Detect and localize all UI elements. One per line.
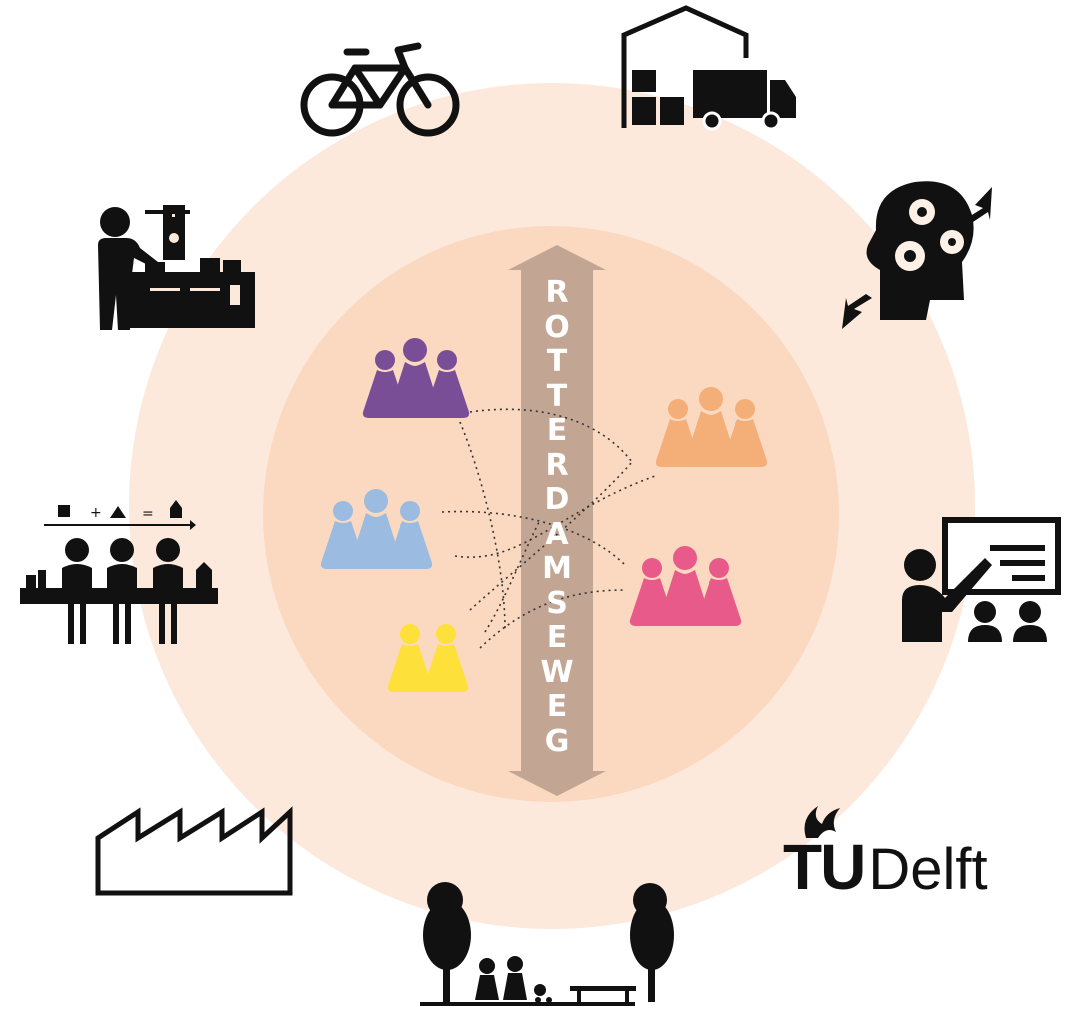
road-letter: O (544, 309, 570, 345)
logo-delft: Delft (868, 837, 988, 902)
svg-text:+: + (90, 505, 102, 521)
connection-lines (441, 408, 656, 649)
road-letter: R (545, 275, 569, 310)
road-letter: E (546, 689, 568, 724)
logo-tu: TU (783, 831, 866, 903)
workshop-team-icon: + = (20, 500, 218, 644)
road-letter: M (542, 551, 572, 586)
road-letter: A (545, 516, 569, 552)
road-letter: T (546, 344, 568, 379)
warehouse-truck-icon (621, 5, 796, 131)
road-letter: S (546, 585, 568, 621)
road-name: R O T T E R D A M S E W E G (537, 275, 577, 759)
road-letter: R (545, 447, 569, 483)
road-letter: E (546, 413, 568, 448)
road-letter: T (546, 378, 568, 414)
road-letter: D (544, 482, 570, 517)
road-letter: E (546, 620, 568, 655)
machine-operator-icon (98, 205, 255, 330)
presentation-icon (902, 517, 1061, 642)
head-gears-icon (842, 181, 992, 329)
tudelft-logo: TU Delft (783, 832, 988, 902)
factory-icon (95, 806, 293, 896)
tudelft-flame-icon (804, 806, 840, 838)
road-letter: W (540, 654, 574, 690)
bicycle-icon (300, 42, 460, 137)
park-icon (420, 882, 674, 1006)
road-arrow (508, 245, 606, 796)
svg-text:=: = (142, 506, 154, 522)
road-letter: G (544, 723, 570, 759)
